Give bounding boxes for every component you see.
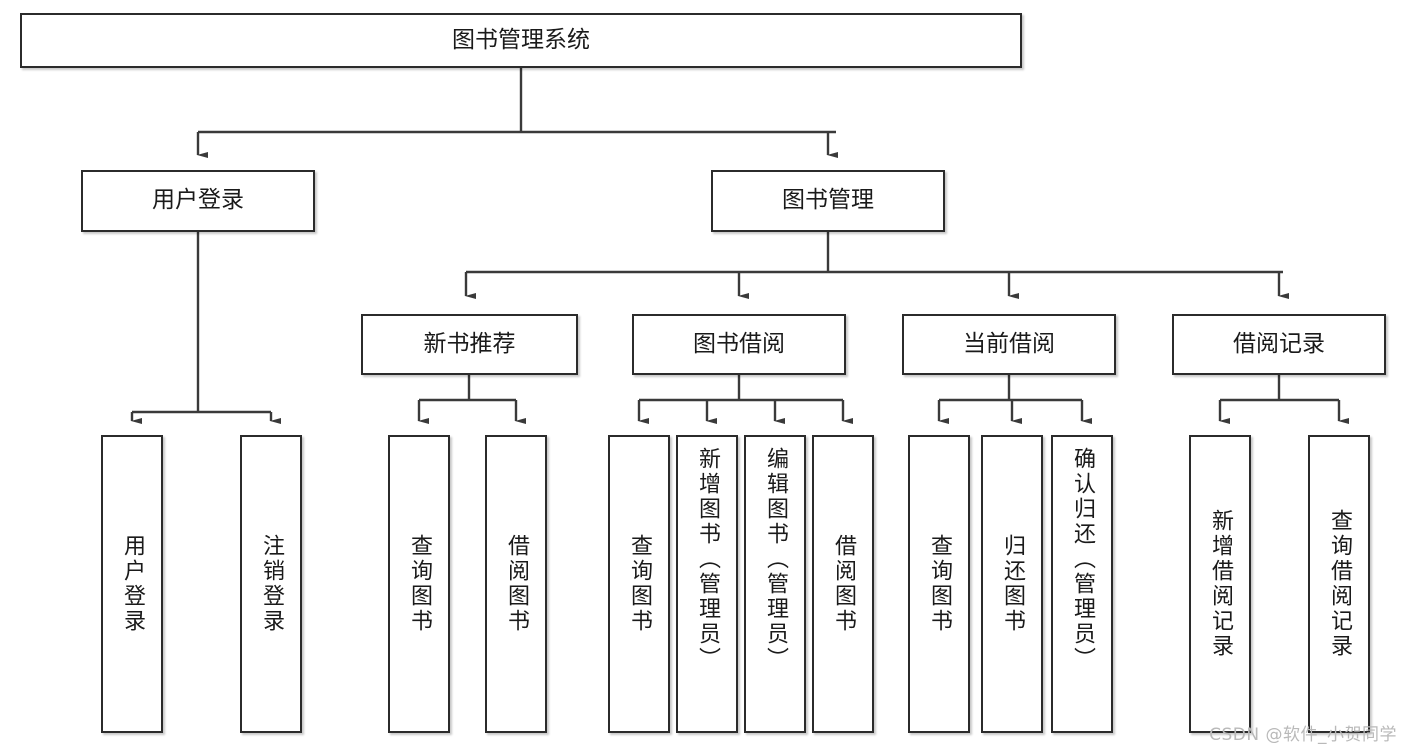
node-leaf-borrow-book-1[interactable]: 借阅图书 [485, 435, 547, 733]
node-leaf-return-book[interactable]: 归还图书 [981, 435, 1043, 733]
node-leaf-query-book-1[interactable]: 查询图书 [388, 435, 450, 733]
node-label: 新增图书（管理员） [695, 447, 720, 672]
node-book-manage[interactable]: 图书管理 [711, 170, 945, 232]
node-leaf-user-login[interactable]: 用户登录 [101, 435, 163, 733]
node-label: 编辑图书（管理员） [763, 447, 788, 672]
node-book-borrow[interactable]: 图书借阅 [632, 314, 846, 375]
node-label: 查询图书 [627, 534, 652, 634]
node-label: 注销登录 [259, 534, 284, 634]
node-leaf-add-book[interactable]: 新增图书（管理员） [676, 435, 738, 733]
node-label: 用户登录 [120, 534, 145, 634]
node-leaf-confirm-return[interactable]: 确认归还（管理员） [1051, 435, 1113, 733]
node-label: 新书推荐 [423, 330, 516, 357]
node-borrow-record[interactable]: 借阅记录 [1172, 314, 1386, 375]
node-leaf-logout[interactable]: 注销登录 [240, 435, 302, 733]
node-leaf-query-record[interactable]: 查询借阅记录 [1308, 435, 1370, 733]
node-label: 借阅记录 [1233, 330, 1325, 357]
node-label: 查询图书 [407, 534, 432, 634]
node-label: 图书借阅 [693, 330, 785, 357]
node-label: 图书管理系统 [452, 26, 590, 53]
node-label: 新增借阅记录 [1208, 509, 1233, 659]
node-label: 查询图书 [927, 534, 952, 634]
node-leaf-edit-book[interactable]: 编辑图书（管理员） [744, 435, 806, 733]
node-label: 借阅图书 [831, 534, 856, 634]
csdn-watermark: CSDN @软件_小贺同学 [1209, 725, 1397, 745]
node-label: 用户登录 [152, 187, 244, 214]
node-root-system[interactable]: 图书管理系统 [20, 13, 1022, 68]
node-leaf-borrow-book-2[interactable]: 借阅图书 [812, 435, 874, 733]
node-label: 借阅图书 [504, 534, 529, 634]
node-current-borrow[interactable]: 当前借阅 [902, 314, 1116, 375]
node-new-book-rec[interactable]: 新书推荐 [361, 314, 578, 375]
node-leaf-query-book-3[interactable]: 查询图书 [908, 435, 970, 733]
node-leaf-add-record[interactable]: 新增借阅记录 [1189, 435, 1251, 733]
node-label: 当前借阅 [963, 330, 1055, 357]
node-label: 归还图书 [1000, 534, 1025, 634]
node-label: 图书管理 [782, 187, 874, 214]
node-leaf-query-book-2[interactable]: 查询图书 [608, 435, 670, 733]
node-label: 确认归还（管理员） [1070, 447, 1095, 672]
node-label: 查询借阅记录 [1327, 509, 1352, 659]
node-user-login[interactable]: 用户登录 [81, 170, 315, 232]
